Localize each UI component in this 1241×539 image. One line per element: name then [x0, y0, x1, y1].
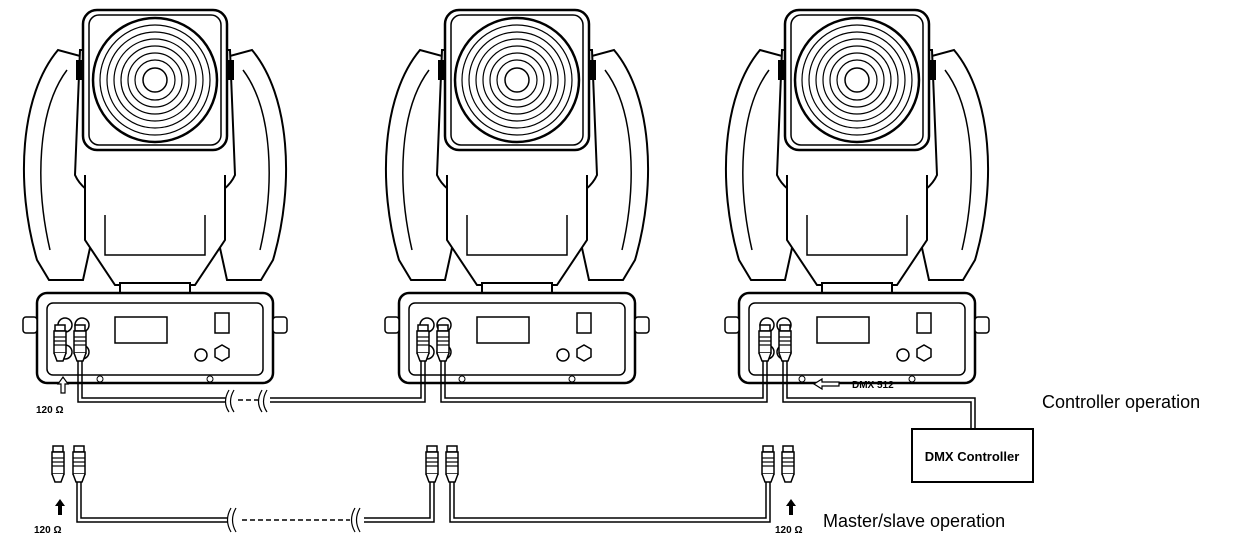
- xlr-connector-icon: [51, 445, 65, 483]
- xlr-connector-icon: [425, 445, 439, 483]
- arrow-up-icon: [55, 499, 65, 515]
- xlr-connector-icon: [781, 445, 795, 483]
- xlr-connector-icon: [436, 324, 450, 362]
- master-slave-wiring: 120 Ω 120 Ω Master/slave operation: [34, 445, 1005, 536]
- terminator-label-ms-right: 120 Ω: [775, 525, 802, 536]
- controller-operation-label: Controller operation: [1042, 392, 1200, 412]
- arrow-left-icon: [812, 377, 840, 391]
- controller-wiring: 120 Ω DMX 512 DMX Controller Controller …: [36, 324, 1200, 483]
- xlr-connector-icon: [758, 324, 772, 362]
- xlr-connector-icon: [416, 324, 430, 362]
- dmx-controller-label: DMX Controller: [925, 449, 1020, 464]
- dmx-controller-box: DMX Controller: [911, 428, 1034, 483]
- arrow-up-icon: [56, 375, 70, 394]
- terminator-label-controller: 120 Ω: [36, 405, 63, 416]
- arrow-up-icon: [786, 499, 796, 515]
- terminator-label-ms-left: 120 Ω: [34, 525, 61, 536]
- xlr-connector-icon: [72, 445, 86, 483]
- xlr-connector-icon: [761, 445, 775, 483]
- xlr-connector-icon: [778, 324, 792, 362]
- master-slave-operation-label: Master/slave operation: [823, 511, 1005, 531]
- xlr-connector-icon: [53, 324, 67, 362]
- xlr-connector-icon: [73, 324, 87, 362]
- xlr-connector-icon: [445, 445, 459, 483]
- dmx-signal-label: DMX 512: [852, 380, 894, 391]
